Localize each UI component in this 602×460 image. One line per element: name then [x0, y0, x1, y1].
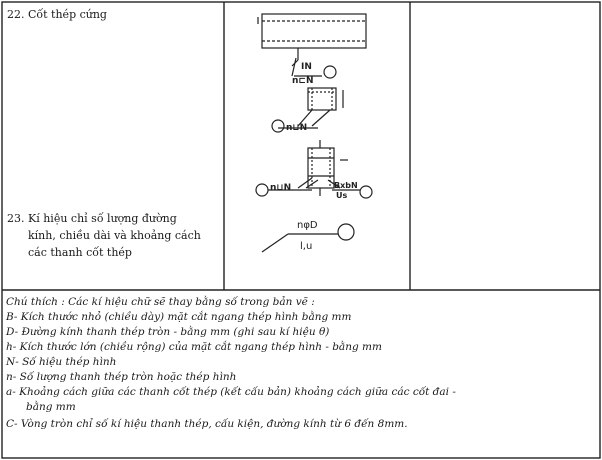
symbol-3-right-bottom-label: Us: [336, 191, 347, 200]
note-item-b: B- Kích thước nhỏ (chiều dày) mặt cắt ng…: [6, 311, 352, 323]
symbol-1-bottom-label: n⊏N: [292, 76, 313, 86]
rebar-quantity-symbol: [261, 223, 355, 253]
item-23-line-3: các thanh cốt thép: [28, 246, 132, 259]
note-item-d: D- Đường kính thanh thép tròn - bằng mm …: [6, 326, 330, 338]
rigid-steel-beam-symbol: [257, 13, 367, 79]
symbol-4-top-label: nφD: [297, 220, 318, 231]
note-item-h: h- Kích thước lớn (chiều rộng) của mặt c…: [6, 341, 382, 353]
symbol-3-right-top-label: BxbN: [334, 181, 358, 190]
item-22-label: 22. Cốt thép cứng: [7, 8, 107, 21]
symbol-3-left-label: n⊔N: [270, 183, 291, 193]
item-23-line-2: kính, chiều dài và khoảng cách: [28, 229, 201, 242]
notes-title: Chú thích : Các kí hiệu chữ sẽ thay bằng…: [6, 296, 315, 308]
note-item-n-upper: N- Số hiệu thép hình: [6, 356, 117, 368]
symbol-2-label: n⊔N: [286, 123, 307, 133]
column-section-symbol: [255, 140, 373, 199]
note-item-c: C- Vòng tròn chỉ số kí hiệu thanh thép, …: [6, 418, 408, 430]
note-item-n-lower: n- Số lượng thanh thép tròn hoặc thép hì…: [6, 371, 237, 383]
square-section-symbol: [271, 87, 344, 133]
note-item-a-continued: bằng mm: [26, 401, 76, 413]
symbol-1-top-label: IN: [301, 62, 312, 72]
note-item-a: a- Khoảng cách giữa các thanh cốt thép (…: [6, 386, 456, 398]
symbol-4-bottom-label: l,u: [300, 241, 312, 252]
item-23-line-1: 23. Kí hiệu chỉ số lượng đường: [7, 212, 177, 225]
